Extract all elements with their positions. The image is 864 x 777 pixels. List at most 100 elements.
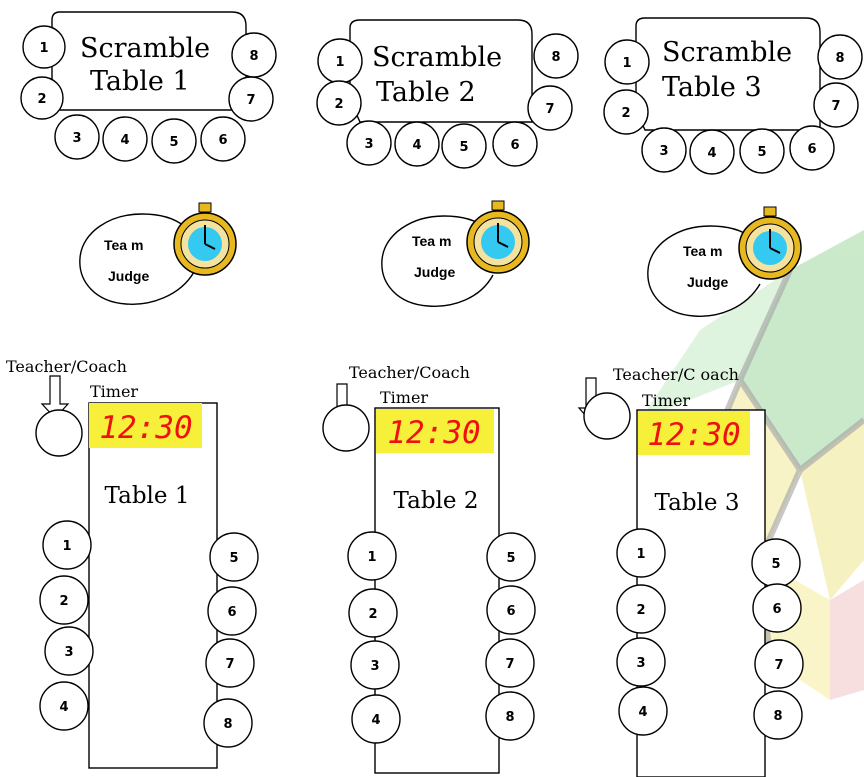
seat-number: 3 bbox=[659, 144, 668, 159]
seat: 7 bbox=[228, 76, 274, 122]
team-judge-3: Tea m Judge bbox=[647, 225, 761, 317]
scramble-seats-2: 1 2 3 4 5 6 7 8 bbox=[316, 33, 579, 169]
table-shape bbox=[88, 402, 218, 769]
seat-number: 1 bbox=[367, 550, 376, 565]
coach-3: Teacher/C oach Timer bbox=[577, 365, 739, 440]
seat: 2 bbox=[20, 76, 64, 120]
seat: 5 bbox=[441, 123, 487, 169]
seat-number: 2 bbox=[621, 106, 630, 121]
seat: 8 bbox=[753, 690, 803, 740]
seat: 7 bbox=[527, 85, 573, 131]
seat-number: 5 bbox=[169, 135, 178, 150]
seat-number: 2 bbox=[368, 607, 377, 622]
seat: 8 bbox=[533, 33, 579, 79]
seat-number: 4 bbox=[412, 138, 421, 153]
seat-number: 8 bbox=[249, 49, 258, 64]
seat-number: 3 bbox=[64, 645, 73, 660]
seat-number: 7 bbox=[545, 102, 554, 117]
seat: 3 bbox=[54, 114, 100, 160]
seat: 5 bbox=[486, 532, 536, 582]
seat-number: 7 bbox=[831, 99, 840, 114]
table-name: Table 1 bbox=[105, 483, 190, 509]
seat: 2 bbox=[603, 89, 649, 135]
seat-number: 4 bbox=[707, 146, 716, 161]
seat-number: 6 bbox=[506, 604, 515, 619]
seat: 4 bbox=[102, 116, 148, 162]
scramble-table-shape bbox=[51, 11, 247, 111]
seat-number: 8 bbox=[835, 51, 844, 66]
timer-label: Timer bbox=[642, 391, 690, 410]
seat-number: 1 bbox=[335, 55, 344, 70]
seat: 4 bbox=[689, 129, 735, 175]
timer-clock: 12:30 bbox=[647, 417, 740, 453]
stopwatch-icon bbox=[738, 206, 802, 280]
seat: 1 bbox=[347, 531, 397, 581]
seat-number: 5 bbox=[757, 145, 766, 160]
seat: 8 bbox=[203, 698, 253, 748]
seat: 6 bbox=[789, 125, 835, 171]
coach-1: Teacher/Coach Timer bbox=[6, 357, 138, 457]
timer-clock: 12:30 bbox=[99, 410, 192, 446]
seat-number: 3 bbox=[370, 659, 379, 674]
seat: 4 bbox=[39, 681, 89, 731]
seat-number: 8 bbox=[551, 50, 560, 65]
seat: 3 bbox=[350, 640, 400, 690]
seat: 6 bbox=[200, 116, 246, 162]
seat-number: 8 bbox=[505, 710, 514, 725]
seat: 2 bbox=[316, 80, 362, 126]
seat-number: 5 bbox=[229, 551, 238, 566]
seat-number: 6 bbox=[218, 133, 227, 148]
stopwatch-icon bbox=[466, 200, 530, 274]
seat: 1 bbox=[616, 528, 666, 578]
seat-number: 3 bbox=[364, 137, 373, 152]
seat-number: 7 bbox=[246, 93, 255, 108]
seat-number: 2 bbox=[59, 594, 68, 609]
seat-number: 5 bbox=[459, 140, 468, 155]
seat: 2 bbox=[348, 588, 398, 638]
team-judge-2: Tea m Judge bbox=[381, 215, 494, 307]
seat: 4 bbox=[394, 121, 440, 167]
seat: 3 bbox=[641, 127, 687, 173]
seat: 6 bbox=[752, 583, 802, 633]
seat: 7 bbox=[485, 638, 535, 688]
judge-bubble bbox=[79, 213, 195, 305]
seat-number: 2 bbox=[37, 92, 46, 107]
coach-label: Teacher/Coach bbox=[6, 357, 127, 376]
coach-label: Teacher/Coach bbox=[349, 363, 470, 382]
seat: 8 bbox=[485, 691, 535, 741]
scramble-table-shape bbox=[635, 17, 821, 131]
timer-clock: 12:30 bbox=[387, 415, 480, 451]
scramble-table-1: Scramble Table 1 bbox=[51, 11, 247, 111]
competition-seats-1: 1 2 3 4 5 6 7 8 bbox=[39, 520, 259, 748]
coach-2: Teacher/Coach Timer bbox=[322, 363, 470, 452]
competition-table-2: 12:30 Table 2 bbox=[374, 407, 500, 774]
seat: 4 bbox=[351, 694, 401, 744]
seat: 5 bbox=[751, 538, 801, 588]
seat-number: 7 bbox=[774, 658, 783, 673]
seat: 3 bbox=[616, 637, 666, 687]
table-name: Table 2 bbox=[394, 488, 479, 514]
seat-number: 1 bbox=[39, 41, 48, 56]
seat: 8 bbox=[231, 32, 277, 78]
seat-number: 3 bbox=[72, 131, 81, 146]
scramble-seats-3: 1 2 3 4 5 6 7 8 bbox=[603, 34, 863, 175]
judge-bubble bbox=[647, 225, 761, 317]
seat-number: 4 bbox=[638, 705, 647, 720]
seat-number: 6 bbox=[807, 142, 816, 157]
seat-number: 6 bbox=[227, 605, 236, 620]
judge-bubble bbox=[381, 215, 494, 307]
seat-number: 6 bbox=[772, 602, 781, 617]
seat: 6 bbox=[492, 121, 538, 167]
seat: 1 bbox=[42, 520, 92, 570]
coach-label: Teacher/C oach bbox=[613, 365, 739, 384]
timer-display bbox=[89, 403, 202, 448]
seat: 7 bbox=[754, 639, 804, 689]
seat-number: 1 bbox=[62, 539, 71, 554]
scramble-table-2: Scramble Table 2 bbox=[349, 19, 533, 123]
judge-line1: Tea m bbox=[683, 243, 722, 259]
competition-seats-2: 1 2 3 4 5 6 7 8 bbox=[347, 531, 536, 744]
seat: 6 bbox=[486, 585, 536, 635]
coach-seat bbox=[322, 404, 370, 452]
seat: 8 bbox=[817, 34, 863, 80]
